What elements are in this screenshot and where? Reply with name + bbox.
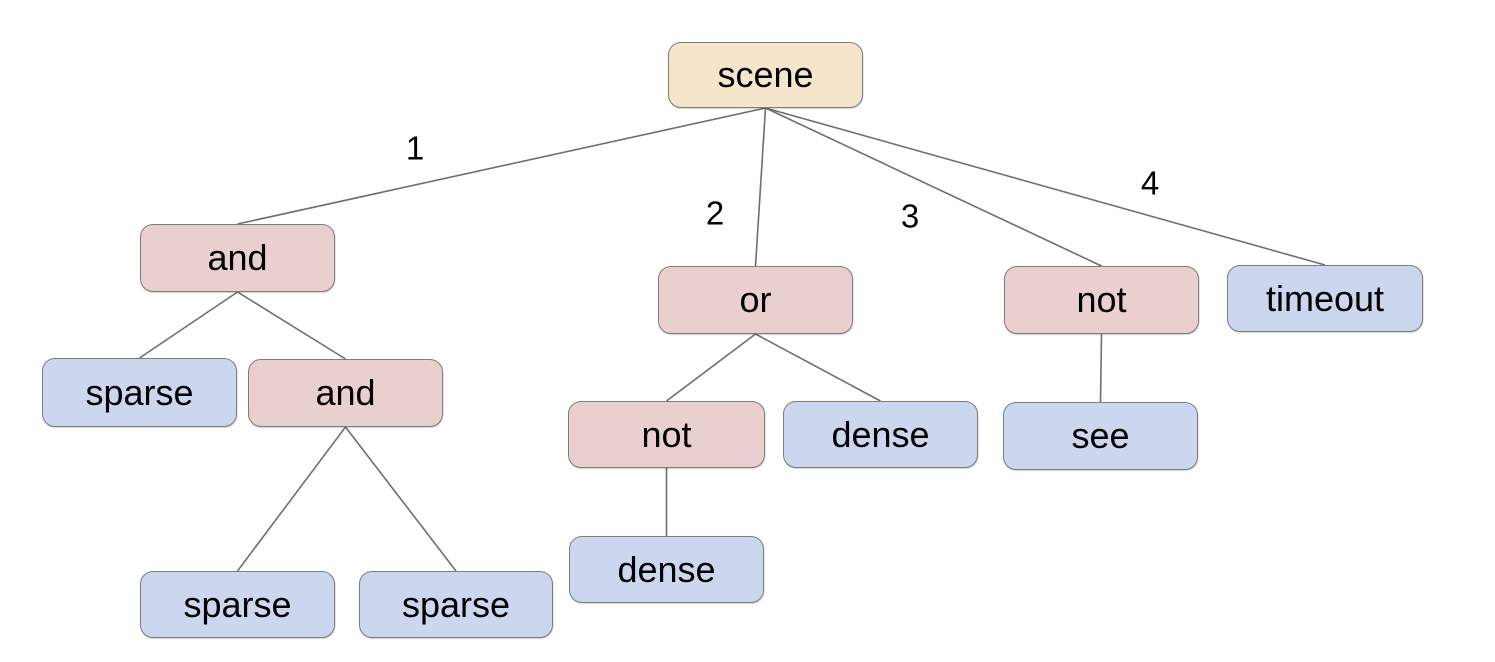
node-not-1: not [1004, 266, 1199, 334]
node-dense-2: dense [569, 536, 764, 603]
edge-and-2-to-sparse-2 [236, 426, 347, 572]
node-and-1: and [140, 224, 335, 292]
node-see-1: see [1003, 402, 1198, 470]
node-sparse-2: sparse [140, 571, 335, 638]
edge-scene-to-not-1 [765, 107, 1102, 267]
node-sparse-3: sparse [359, 571, 553, 638]
node-and-2: and [248, 359, 443, 427]
edge-not-1-to-see-1 [1099, 333, 1103, 403]
edge-or-1-to-not-2 [666, 333, 756, 402]
edge-or-1-to-dense-1 [755, 333, 881, 402]
edge-and-2-to-sparse-3 [344, 426, 457, 572]
edge-scene-to-and-1 [237, 107, 766, 225]
edge-label-1: 1 [405, 129, 425, 167]
edge-label-3: 3 [900, 197, 920, 235]
edge-scene-to-or-1 [754, 107, 767, 267]
node-sparse-1: sparse [42, 358, 237, 427]
node-dense-1: dense [783, 401, 978, 468]
node-timeout-1: timeout [1227, 265, 1423, 332]
node-scene: scene [668, 42, 863, 108]
edge-scene-to-timeout-1 [765, 107, 1326, 266]
edge-label-2: 2 [705, 194, 725, 232]
node-or-1: or [658, 266, 853, 334]
edge-label-4: 4 [1140, 164, 1160, 202]
node-not-2: not [568, 401, 765, 468]
edge-and-1-to-and-2 [237, 291, 346, 360]
edge-and-1-to-sparse-1 [139, 291, 238, 359]
